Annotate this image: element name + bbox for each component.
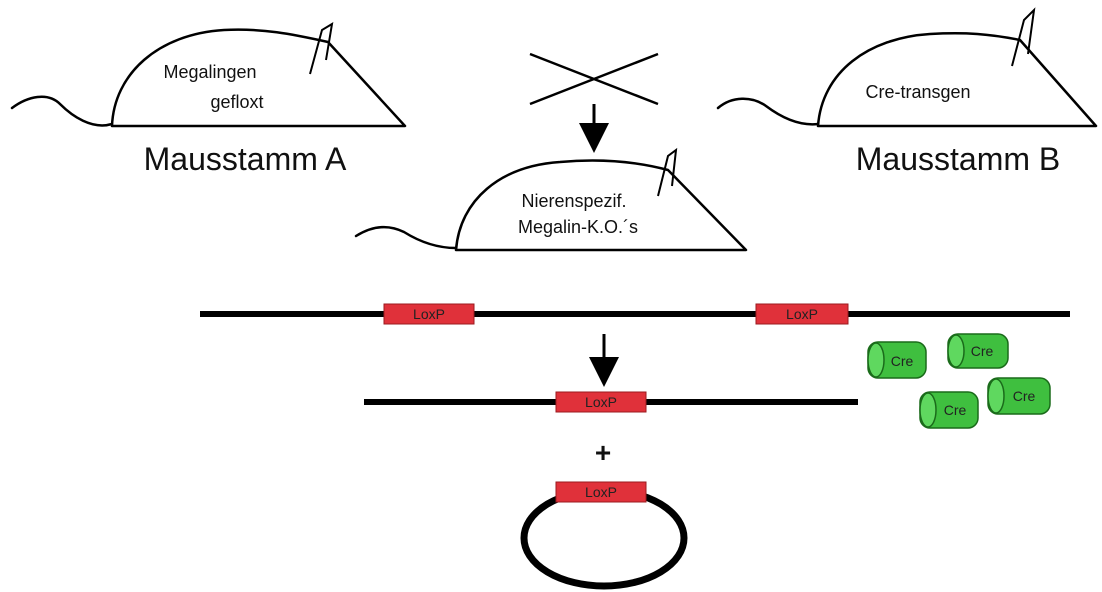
excised-circle: LoxP: [520, 481, 688, 590]
loxp-site-4: LoxP: [555, 481, 647, 503]
cre-label-3: Cre: [1013, 388, 1036, 404]
cre-label-4: Cre: [944, 402, 967, 418]
loxp-label-4: LoxP: [585, 484, 617, 500]
cre-molecule-1: Cre: [867, 341, 927, 379]
mouse-b-tail: [716, 97, 820, 126]
loxp-site-1: LoxP: [383, 303, 475, 325]
mouse-b-ear: [1011, 7, 1036, 67]
cross-symbol: [529, 52, 659, 106]
loxp-label-1: LoxP: [413, 306, 445, 322]
offspring-body-label-1: Nierenspezif.: [521, 191, 626, 211]
offspring-body-label-2: Megalin-K.O.´s: [518, 217, 638, 237]
mouse-a-body-label-2: gefloxt: [210, 92, 263, 112]
mouse-b-body: [816, 32, 1098, 128]
cre-label-2: Cre: [971, 343, 994, 359]
mouse-a: Megalingen gefloxt Mausstamm A: [10, 22, 407, 177]
strain-b-label: Mausstamm B: [856, 141, 1060, 177]
mouse-b: Cre-transgen Mausstamm B: [716, 7, 1098, 177]
mouse-a-ear: [309, 22, 334, 75]
dna-circle: [520, 486, 688, 590]
cre-molecule-3: Cre: [987, 377, 1051, 415]
mouse-offspring-ear: [657, 147, 678, 197]
cre-molecule-4: Cre: [919, 391, 979, 429]
mouse-offspring: Nierenspezif. Megalin-K.O.´s: [354, 147, 748, 252]
loxp-label-2: LoxP: [786, 306, 818, 322]
loxp-label-3: LoxP: [585, 394, 617, 410]
mouse-a-body-label-1: Megalingen: [163, 62, 256, 82]
mouse-offspring-body: [454, 159, 748, 252]
mouse-offspring-tail: [354, 225, 458, 250]
cre-label-1: Cre: [891, 353, 914, 369]
strain-a-label: Mausstamm A: [144, 141, 347, 177]
cre-molecule-2: Cre: [947, 333, 1009, 369]
mouse-b-body-label: Cre-transgen: [865, 82, 970, 102]
mouse-a-tail: [10, 95, 114, 127]
cre-molecules: Cre Cre Cre Cre: [867, 333, 1051, 429]
loxp-site-3: LoxP: [555, 391, 647, 413]
plus-sign: +: [595, 437, 611, 468]
floxed-dna: LoxP LoxP: [200, 303, 1070, 325]
loxp-site-2: LoxP: [755, 303, 849, 325]
mouse-a-body: [110, 28, 407, 128]
recombined-dna: LoxP: [364, 391, 858, 413]
